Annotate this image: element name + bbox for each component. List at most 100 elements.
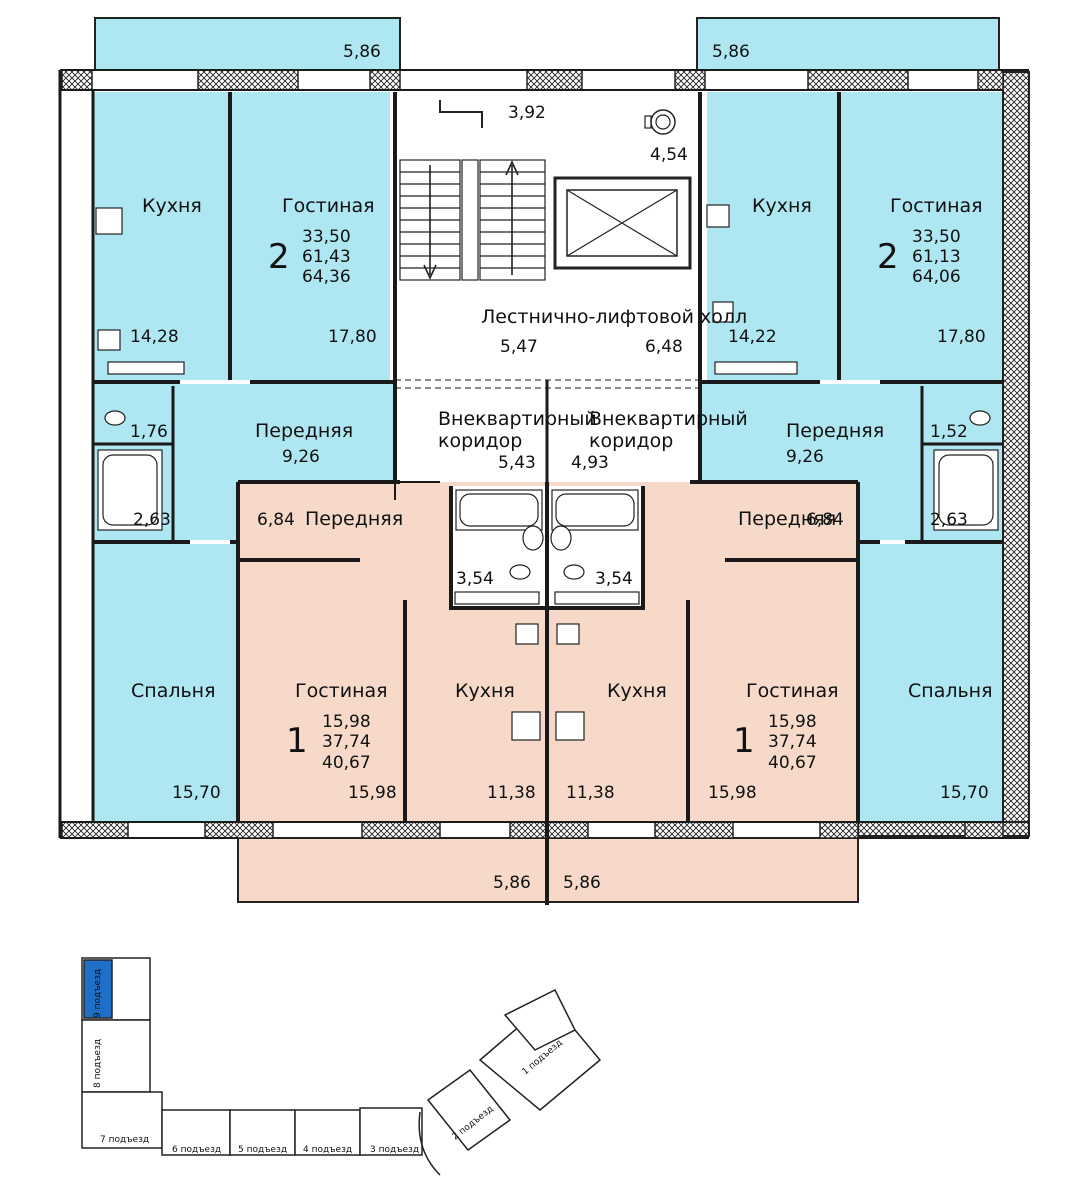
hatched-wall-right [1002,71,1030,835]
right-bath-1room-inner [555,493,635,527]
window-bottom-5 [654,821,734,839]
right-living-area: 33,50 [912,227,961,247]
staircase [399,100,546,281]
window-top-2 [197,69,299,91]
right1-total-area: 37,74 [768,732,817,752]
right-hall-label: Передняя [786,420,884,442]
key-label-8: 8 подъезд [93,1039,103,1088]
left-hall-area: 9,26 [282,447,320,467]
machine-symbol-inner [655,114,671,130]
left1-kitchen-area: 11,38 [487,783,536,803]
left1-living-area: 15,98 [322,712,371,732]
stair-arrow-up [505,160,519,275]
key-block-3 [359,1107,423,1156]
right-balcony [696,17,1000,71]
left1-total-balcony-area: 40,67 [322,753,371,773]
key-block-5 [229,1109,296,1156]
key-label-9: 9 подъезд [93,969,103,1018]
left-kitchen-label: Кухня [142,195,202,217]
right1-rooms-count: 1 [733,721,755,761]
right1-living-label: Гостиная [746,680,839,702]
left-two-room-labels: 5,86 Кухня Гостиная 2 33,50 61,43 64,36 … [130,42,381,803]
left-rooms-count: 2 [268,237,290,277]
right1-living-room-area: 15,98 [708,783,757,803]
right-1room-radiator [554,591,640,605]
corridor-right-label-2: коридор [589,430,673,452]
left-hall-label: Передняя [255,420,353,442]
left-toilet [104,410,126,426]
hall-left-area: 5,47 [500,337,538,357]
right1-total-balcony-area: 40,67 [768,753,817,773]
left-living-room-area: 17,80 [328,327,377,347]
right-kitchen-fill [707,92,837,380]
right-total-balcony-area: 64,06 [912,267,961,287]
left-bath-walls [449,486,545,610]
right-bedroom-area: 15,70 [940,783,989,803]
left-bathtub-inner [102,454,158,526]
key-curve [418,1111,441,1176]
left1-total-area: 37,74 [322,732,371,752]
right-living-fill [841,92,1003,380]
left-living-area: 33,50 [302,227,351,247]
left-total-area: 61,43 [302,247,351,267]
key-block-1b [503,988,577,1051]
left1-kitchen-label: Кухня [455,680,515,702]
left-bedroom-fill [93,544,238,822]
stair-area: 3,92 [508,103,546,123]
window-bottom-6 [819,821,859,839]
left-one-room-labels: 6,84 Передняя 3,54 Гостиная 1 15,98 37,7… [257,508,536,893]
right-hall-area: 9,26 [786,447,824,467]
corridor-left-label-2: коридор [438,430,522,452]
key-label-7: 7 подъезд [100,1135,149,1145]
corridor-right-label-1: Внеквартирный [589,408,748,430]
key-block-4 [294,1109,361,1156]
window-top-3 [369,69,401,91]
left-bath-area: 2,63 [133,510,171,530]
right-one-room-labels: Передняя 6,84 3,54 Кухня 11,38 Гостиная … [563,508,844,893]
left-kitchen-area: 14,28 [130,327,179,347]
window-top-4 [526,69,583,91]
walls [58,69,1030,905]
right1-living-area: 15,98 [768,712,817,732]
right-bath-walls [549,486,645,610]
window-bottom-2 [204,821,274,839]
right1-hall-area: 6,84 [806,510,844,530]
left1-bath-area: 3,54 [456,569,494,589]
right-1room-kitchen-sink [556,623,580,645]
left1-rooms-count: 1 [286,721,308,761]
window-top-1 [61,69,93,91]
key-block-9-highlight [83,959,113,1019]
left-living-fill [232,92,390,380]
right-toilet [969,410,991,426]
key-plan [81,957,602,1176]
right1-hall-label: Передняя [738,508,836,530]
right-1room-sink [550,525,572,551]
window-bottom-7 [964,821,1004,839]
right-balcony-area: 5,86 [712,42,750,62]
left-1room-radiator [454,591,540,605]
right1-kitchen-area: 11,38 [566,783,615,803]
right-bedroom-label: Спальня [908,680,993,702]
right-living-room-area: 17,80 [937,327,986,347]
right-kitchen-label: Кухня [752,195,812,217]
key-block-6 [161,1109,231,1156]
elevator-cross [566,189,678,257]
right-kitchen-area: 14,22 [728,327,777,347]
right-radiator [714,361,798,375]
corridor-left-label-1: Внеквартирный [438,408,597,430]
corridor-left-door [394,481,440,500]
right-wc-area: 1,52 [930,422,968,442]
stair-well [461,159,479,281]
right1-balcony-area: 5,86 [563,873,601,893]
left1-living-room-area: 15,98 [348,783,397,803]
key-block-2 [426,1068,512,1152]
left-total-balcony-area: 64,36 [302,267,351,287]
key-label-6: 6 подъезд [172,1145,221,1155]
right-bathtub-inner [938,454,994,526]
elevator-cab [566,189,678,257]
left-bedroom-area: 15,70 [172,783,221,803]
right-bath-area: 2,63 [930,510,968,530]
right-stove [706,204,730,228]
hall-label: Лестнично-лифтовой холл [481,306,747,328]
left-living-label: Гостиная [282,195,375,217]
